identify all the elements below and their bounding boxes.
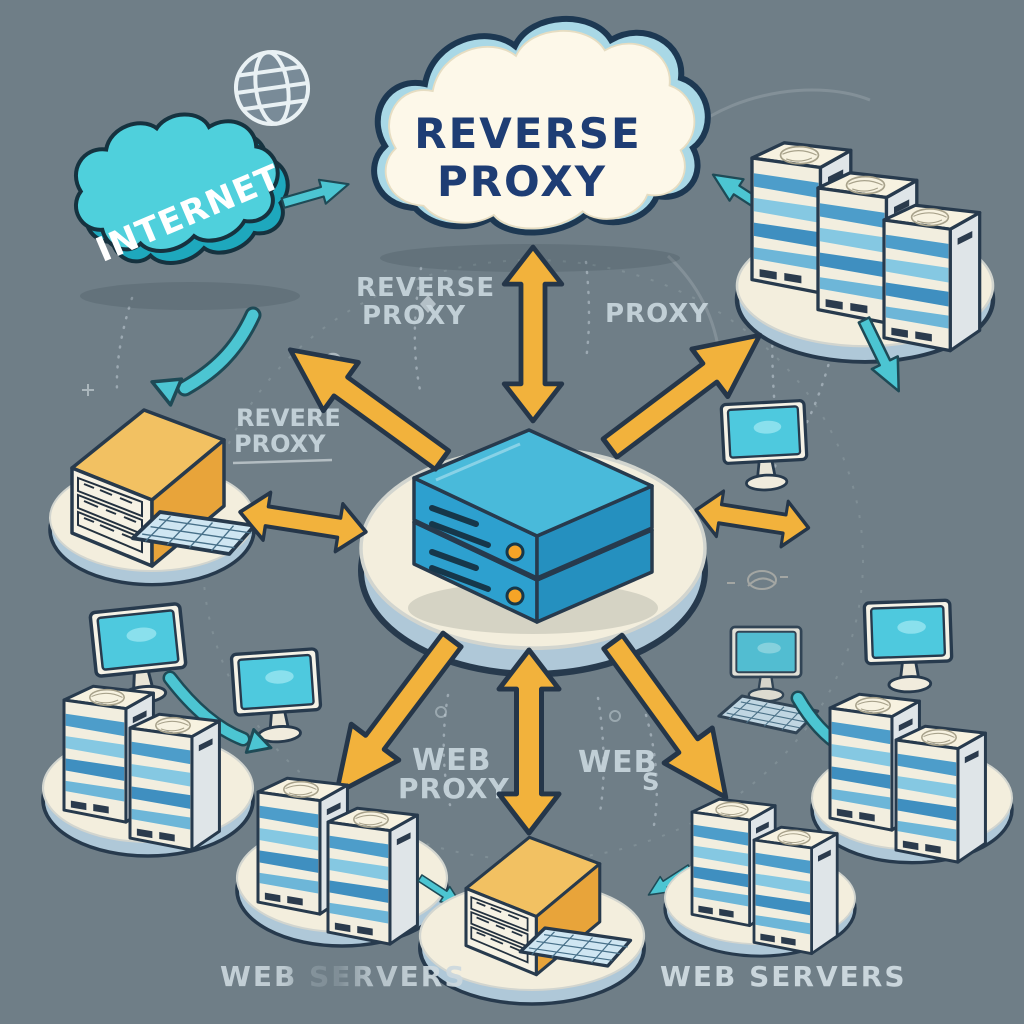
label-web-right-faded-s: S [642,768,659,796]
internet-to-cache-arrow-icon [150,306,262,407]
internet-cloud-icon: INTERNET [74,112,300,310]
server-tower-icon [752,825,839,955]
label-web-proxy-line2: PROXY [398,772,510,805]
label-web-servers-left: WEB SERVERS [220,960,466,993]
label-revere-proxy-line2: PROXY [234,430,326,458]
server-tower-icon [882,203,982,353]
label-web-right: WEB [578,745,657,780]
reverse-proxy-cloud-label-line1: REVERSE [414,109,642,158]
teal-link-arrow-icon [162,670,273,754]
label-proxy-right: PROXY [605,299,709,329]
workstations-bottom-left [88,601,325,754]
label-reverse-proxy-left-line1: REVERSE [356,273,495,303]
server-tower-icon [128,712,221,852]
label-reverse-proxy-left-line2: PROXY [362,301,466,331]
server-tower-icon [326,806,419,946]
reverse-proxy-cloud-label-line2: PROXY [437,157,607,206]
label-web-servers-right: WEB SERVERS [660,960,906,993]
server-tower-icon [894,724,987,864]
label-web-proxy-line1: WEB [412,743,491,778]
reverse-proxy-cloud-icon: REVERSE PROXY [371,16,711,272]
reverse-proxy-node [361,430,705,674]
